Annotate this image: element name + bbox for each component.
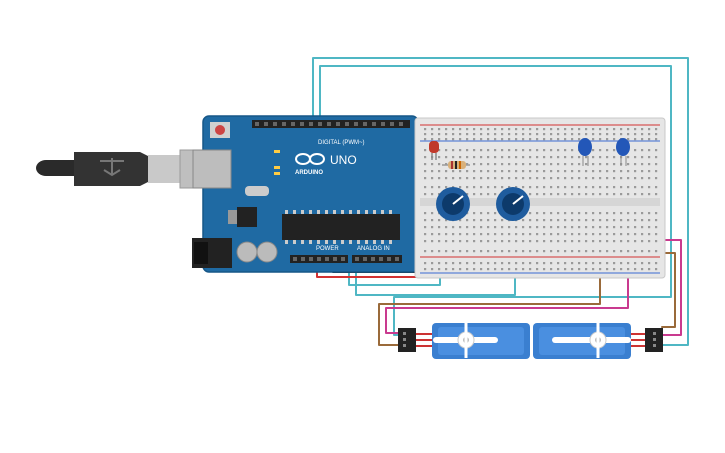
potentiometer-2[interactable] [496,187,530,221]
potentiometer-1[interactable] [436,187,470,221]
model-label: UNO [330,153,357,167]
breadboard-holes [424,128,658,271]
red-led[interactable] [429,141,439,160]
power-label: POWER [316,246,339,252]
breadboard[interactable] [414,117,666,279]
arduino-board[interactable]: DIGITAL (PWM~) UNO ARDUINO POWER ANALOG … [192,115,419,273]
servo-2[interactable] [533,322,663,359]
capacitor-2[interactable] [616,138,630,166]
logo-text: ARDUINO [295,170,323,176]
board-leds [274,150,280,175]
wire-cyan-pin9[interactable] [312,57,689,346]
resistor[interactable] [442,161,470,169]
capacitor-1[interactable] [578,138,592,166]
arduino-logo-icon [295,153,325,165]
microcontroller-chip [282,214,400,240]
usb-symbol-icon [100,158,124,177]
servo-1[interactable] [398,322,530,359]
digital-header-label: DIGITAL (PWM~) [318,140,365,146]
wire-cyan-pin10[interactable] [319,65,672,336]
analog-label: ANALOG IN [357,246,390,252]
analog-header[interactable] [352,255,402,263]
